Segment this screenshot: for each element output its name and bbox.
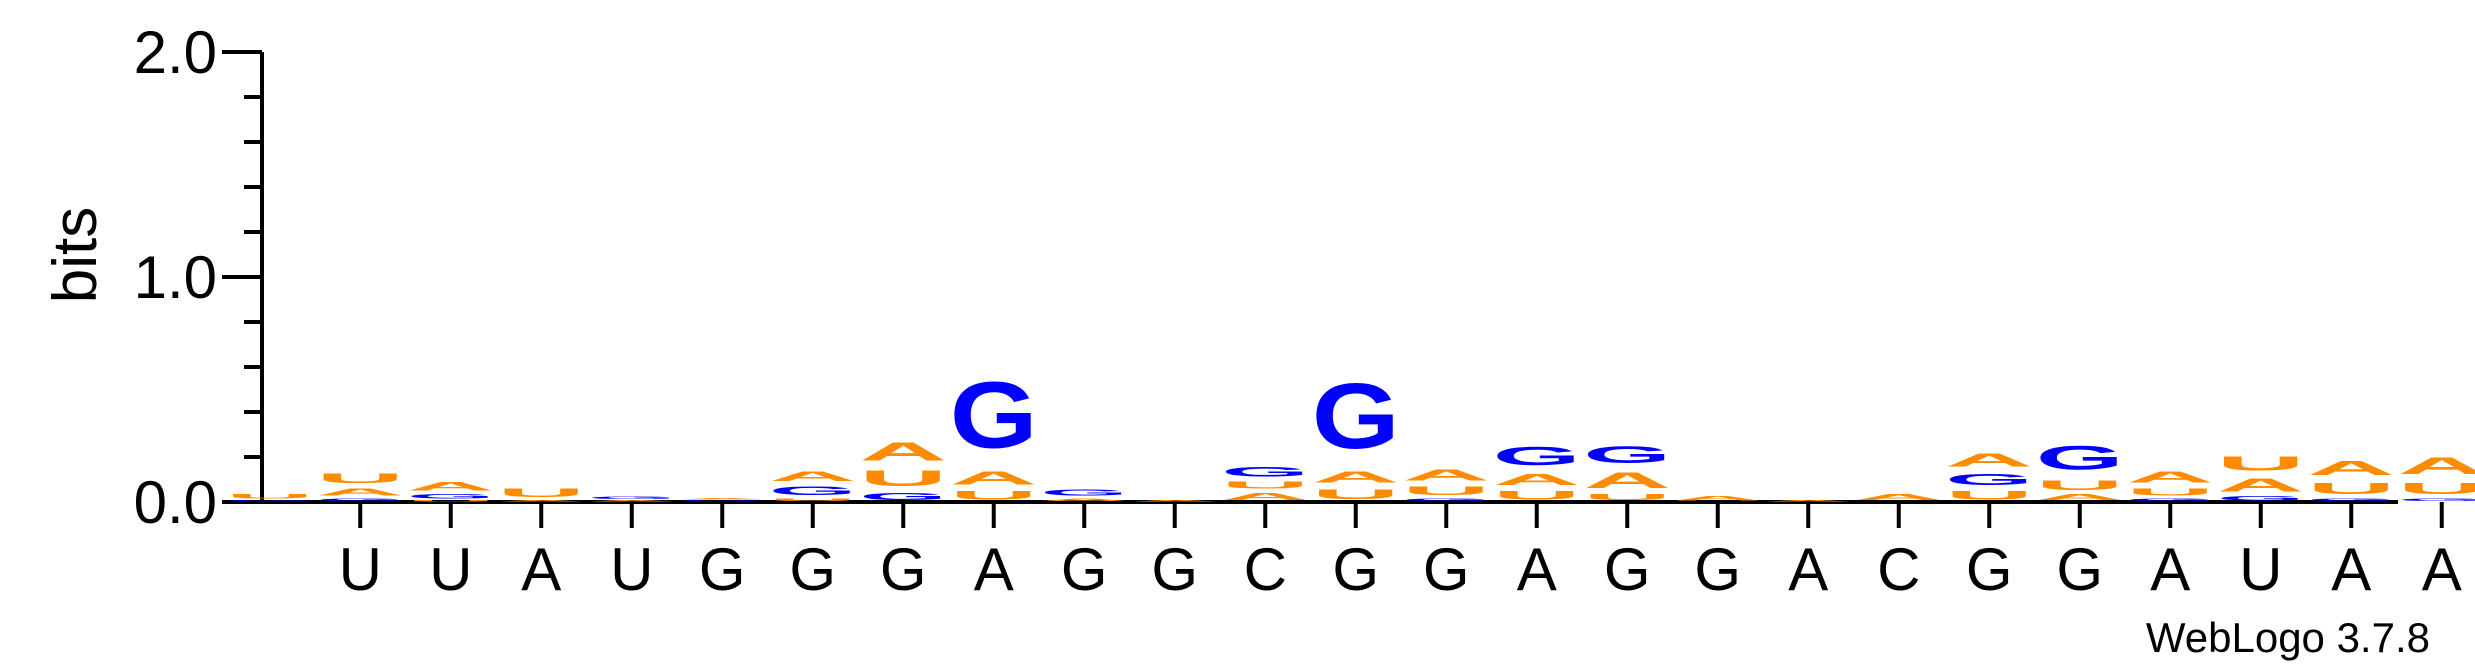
logo-letter-A: A	[1312, 468, 1400, 486]
x-tick-label: G	[1966, 536, 2013, 603]
logo-letter-A: A	[1583, 468, 1671, 493]
y-axis-tick-labels: 0.0 1.0 2.0	[134, 19, 217, 536]
x-tick-label: G	[1604, 536, 1651, 603]
logo-letter-G: G	[2036, 439, 2124, 477]
y-axis-label: bits	[41, 207, 110, 303]
logo-letter-U: U	[1493, 489, 1581, 502]
logo-letter-G: G	[950, 363, 1038, 468]
logo-letter-A: A	[407, 480, 495, 493]
x-tick-label: U	[339, 536, 382, 603]
x-tick-label: A	[1517, 536, 1557, 603]
logo-letter-U: U	[497, 486, 585, 499]
logo-letter-A: A	[2398, 452, 2475, 479]
x-tick-label: A	[2331, 536, 2371, 603]
logo-letter-G: G	[1945, 471, 2033, 489]
logo-letter-U: U	[316, 471, 404, 487]
logo-letter-U: U	[407, 500, 495, 502]
logo-letter-G: G	[2398, 498, 2475, 502]
logo-letter-U: U	[2217, 452, 2305, 475]
logo-letter-A: A	[678, 498, 766, 500]
logo-letter-G: G	[2126, 498, 2214, 502]
logo-letter-U: U	[2398, 480, 2475, 498]
logo-letter-G: G	[769, 484, 857, 497]
logo-letter-G: G	[678, 500, 766, 502]
logo-letter-U: U	[2126, 486, 2214, 497]
logo-letter-G: G	[407, 493, 495, 500]
logo-letter-A: A	[2217, 475, 2305, 495]
x-tick-label: C	[1244, 536, 1287, 603]
logo-letter-U: U	[226, 493, 314, 500]
logo-letter-A: A	[1131, 500, 1219, 502]
logo-letter-G: G	[1493, 442, 1581, 471]
logo-letter-G: G	[859, 491, 947, 502]
logo-letter-G: G	[2217, 495, 2305, 502]
weblogo-credit: WebLogo 3.7.8	[2146, 614, 2430, 661]
x-tick-label: G	[1151, 536, 1198, 603]
x-tick-label: A	[2150, 536, 2190, 603]
logo-letter-G: G	[226, 500, 314, 502]
logo-letter-G: G	[2307, 498, 2395, 502]
logo-letter-A: A	[1493, 471, 1581, 489]
x-tick-label: U	[429, 536, 472, 603]
y-tick-label: 2.0	[134, 19, 217, 86]
logo-letter-A: A	[1674, 495, 1762, 502]
logo-letter-A: A	[1040, 498, 1128, 502]
logo-letter-U: U	[950, 489, 1038, 502]
logo-letter-U: U	[1583, 493, 1671, 502]
logo-letter-G: G	[1221, 464, 1309, 480]
logo-letter-A: A	[859, 437, 947, 466]
x-tick-label: G	[1061, 536, 1108, 603]
logo-letter-A: A	[1402, 466, 1490, 484]
x-tick-label: U	[2239, 536, 2282, 603]
logo-letter-A: A	[588, 500, 676, 502]
logo-letter-A: A	[2307, 457, 2395, 480]
x-tick-label: G	[880, 536, 927, 603]
y-tick-label: 1.0	[134, 244, 217, 311]
logo-letter-A: A	[950, 468, 1038, 488]
logo-letter-U: U	[2036, 477, 2124, 493]
x-tick-label: G	[699, 536, 746, 603]
axes	[222, 50, 2444, 528]
logo-letter-A: A	[497, 500, 585, 502]
logo-letter-A: A	[769, 468, 857, 484]
x-tick-label: U	[610, 536, 653, 603]
logo-letter-G: G	[1583, 441, 1671, 468]
logo-letter-A: A	[1945, 450, 2033, 470]
logo-letter-U: U	[1312, 486, 1400, 502]
logo-letter-A: A	[2036, 493, 2124, 502]
logo-letter-U: U	[1945, 489, 2033, 502]
logo-letter-G: G	[1312, 365, 1400, 468]
logo-letter-A: A	[1855, 493, 1943, 502]
logo-letter-U: U	[859, 466, 947, 491]
logo-letter-A: A	[316, 486, 404, 497]
x-tick-label: A	[521, 536, 561, 603]
x-tick-label: A	[1788, 536, 1828, 603]
x-tick-label: G	[1694, 536, 1741, 603]
logo-letter-A: A	[2126, 468, 2214, 486]
logo-letter-A: A	[1221, 491, 1309, 502]
x-tick-label: G	[1332, 536, 1379, 603]
x-tick-label: G	[789, 536, 836, 603]
x-tick-label: G	[2056, 536, 2103, 603]
logo-letter-G: G	[316, 498, 404, 502]
x-tick-label: C	[1877, 536, 1920, 603]
x-tick-label: A	[974, 536, 1014, 603]
logo-letter-A: A	[1764, 500, 1852, 502]
logo-letter-U: U	[1402, 484, 1490, 497]
x-tick-label: G	[1423, 536, 1470, 603]
logo-letter-G: G	[1040, 488, 1128, 497]
y-tick-label: 0.0	[134, 469, 217, 536]
x-tick-label: A	[2422, 536, 2462, 603]
logo-letter-U: U	[1221, 480, 1309, 491]
logo-letter-U: U	[769, 498, 857, 502]
logo-letter-G: G	[1402, 498, 1490, 502]
logo-letter-U: U	[2307, 480, 2395, 498]
logo-letter-G: G	[588, 495, 676, 499]
